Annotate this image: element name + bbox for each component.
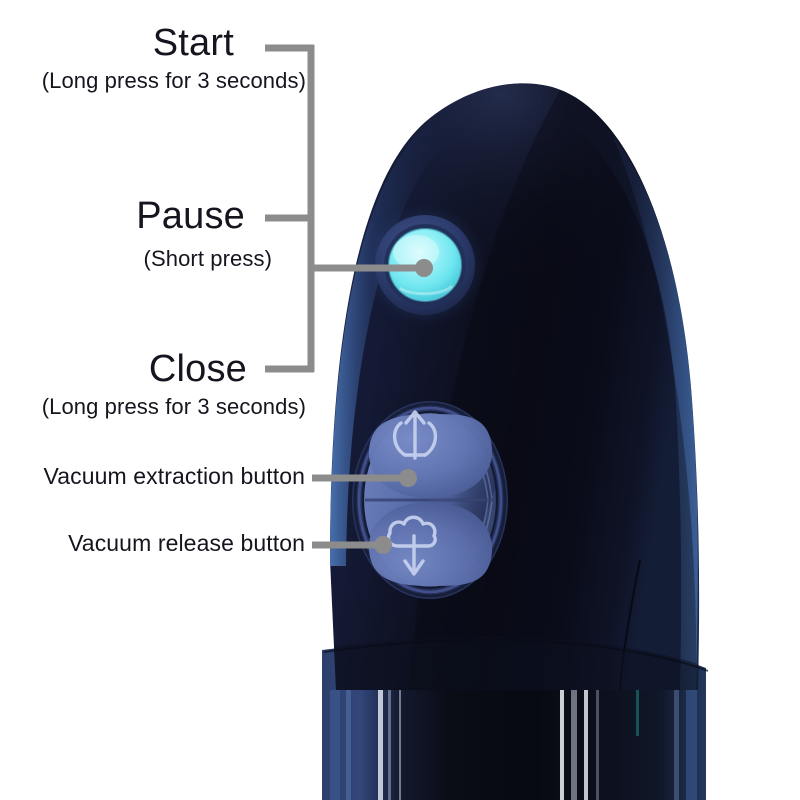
- vacuum-extraction-icon: [393, 410, 437, 460]
- leader-dot-extraction: [399, 469, 417, 487]
- leader-dot-release: [374, 536, 392, 554]
- label-start-sub: (Long press for 3 seconds): [41, 68, 306, 93]
- label-vacuum-extraction: Vacuum extraction button: [43, 463, 305, 489]
- power-button[interactable]: [363, 203, 487, 327]
- vacuum-release-icon: [386, 515, 437, 576]
- label-start: Start: [152, 22, 234, 64]
- label-pause-sub: (Short press): [143, 246, 272, 271]
- leader-dot-power: [415, 259, 433, 277]
- label-pause: Pause: [136, 195, 245, 237]
- label-close-sub: (Long press for 3 seconds): [41, 394, 306, 419]
- label-vacuum-release: Vacuum release button: [68, 530, 305, 556]
- label-close: Close: [148, 348, 247, 390]
- vacuum-control-panel[interactable]: [352, 401, 508, 599]
